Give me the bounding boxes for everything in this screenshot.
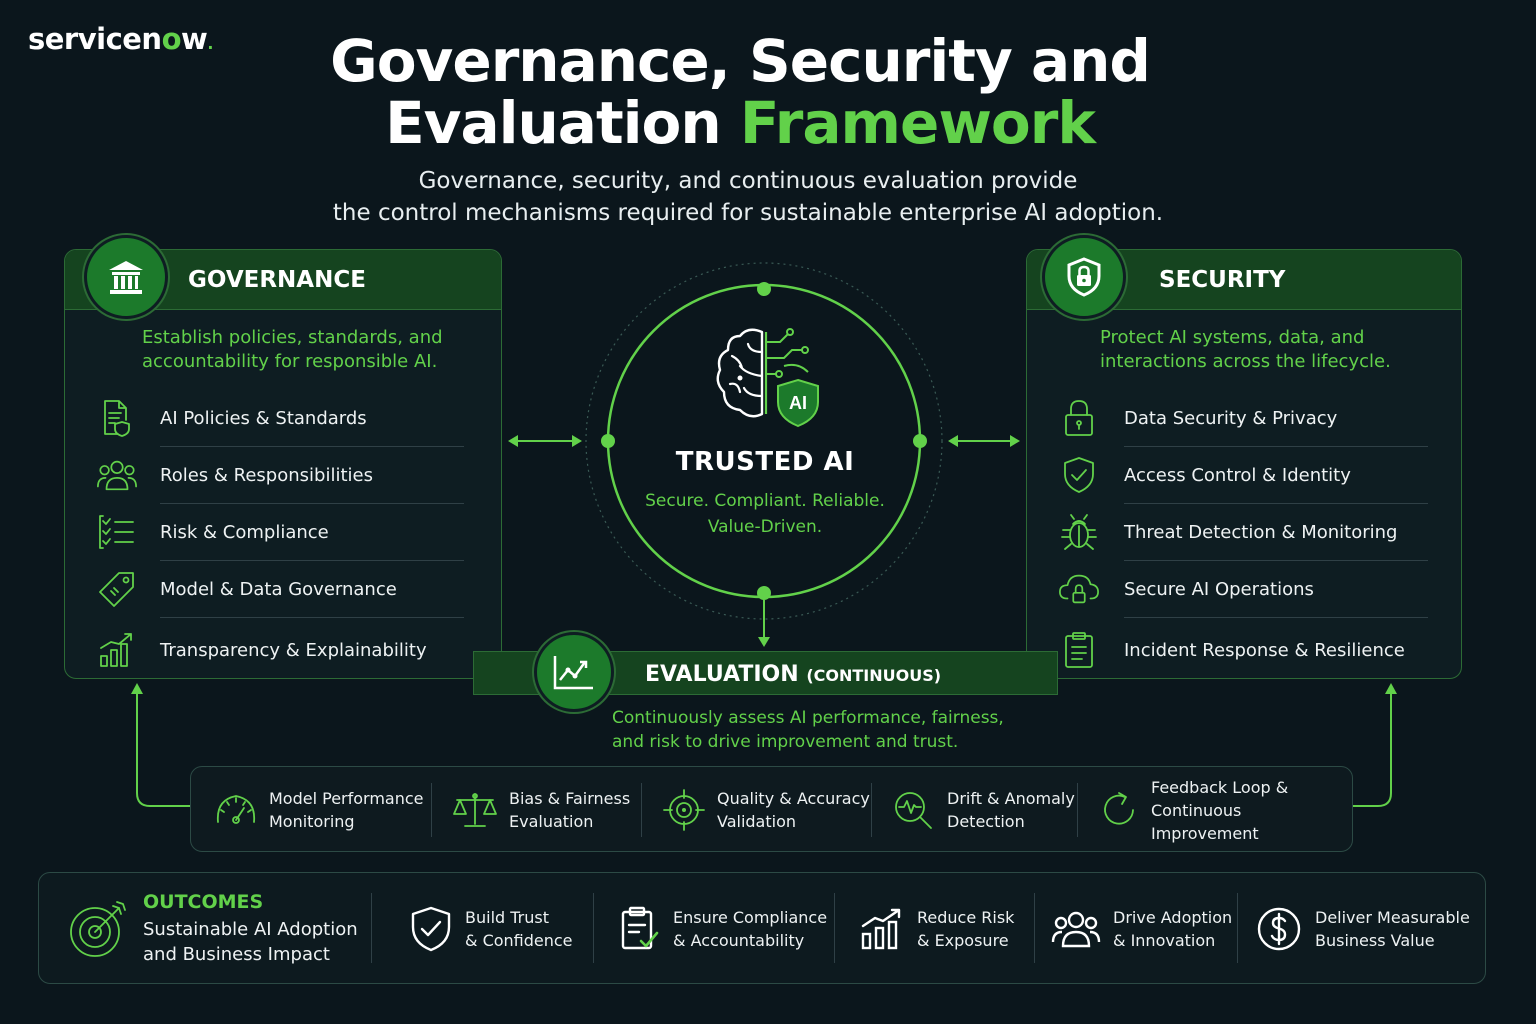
- list-item: Secure AI Operations: [1058, 561, 1428, 617]
- tag-icon: [96, 568, 138, 610]
- evaluation-description: Continuously assess AI performance, fair…: [612, 708, 1004, 752]
- people-group-icon: [1051, 908, 1101, 950]
- outcome-item: Build Trust& Confidence: [409, 873, 573, 985]
- padlock-icon: [1058, 397, 1100, 439]
- list-item: Model & Data Governance: [96, 561, 464, 617]
- list-item: AI Policies & Standards: [96, 390, 464, 446]
- policy-document-icon: [96, 397, 138, 439]
- list-item: Access Control & Identity: [1058, 447, 1428, 503]
- governance-title: GOVERNANCE: [188, 267, 366, 293]
- governance-description: Establish policies, standards, and accou…: [142, 327, 443, 372]
- line-chart-icon: [534, 632, 614, 712]
- outcome-item: Reduce Risk& Exposure: [859, 873, 1014, 985]
- target-arrow-icon: [67, 898, 129, 960]
- list-item: Transparency & Explainability: [96, 618, 464, 682]
- bug-icon: [1058, 511, 1100, 553]
- outcome-item: Drive Adoption& Innovation: [1051, 873, 1232, 985]
- list-item: Risk & Compliance: [96, 504, 464, 560]
- brain-circuit-icon: AI: [710, 322, 822, 430]
- security-title: SECURITY: [1159, 267, 1286, 293]
- outcomes-title: OUTCOMES: [143, 891, 264, 913]
- evaluation-item: Feedback Loop &Continuous Improvement: [1097, 767, 1352, 853]
- trusted-ai-title: TRUSTED AI: [675, 447, 855, 477]
- outcomes-summary: OUTCOMES Sustainable AI Adoption and Bus…: [67, 873, 358, 985]
- list-item: Roles & Responsibilities: [96, 447, 464, 503]
- people-group-icon: [96, 454, 138, 496]
- dollar-coin-icon: [1255, 905, 1303, 953]
- scales-icon: [451, 790, 499, 830]
- bar-chart-icon: [96, 629, 138, 671]
- trusted-ai-tagline: Secure. Compliant. Reliable. Value-Drive…: [645, 491, 885, 537]
- governance-panel: [64, 249, 502, 679]
- outcome-item: Ensure Compliance& Accountability: [617, 873, 827, 985]
- checklist-icon: [96, 511, 138, 553]
- security-description: Protect AI systems, data, and interactio…: [1100, 327, 1391, 372]
- page-subtitle: Governance, security, and continuous eva…: [332, 168, 1164, 226]
- trend-chart-icon: [859, 906, 905, 952]
- refresh-icon: [1097, 788, 1141, 832]
- bank-icon: [84, 235, 168, 319]
- clipboard-check-icon: [617, 905, 661, 953]
- target-crosshair-icon: [661, 788, 707, 832]
- list-item: Incident Response & Resilience: [1058, 618, 1428, 682]
- outcomes-bar: OUTCOMES Sustainable AI Adoption and Bus…: [38, 872, 1486, 984]
- shield-lock-icon: [1042, 235, 1126, 319]
- evaluation-title: EVALUATION (CONTINUOUS): [645, 662, 942, 687]
- shield-check-icon: [1058, 454, 1100, 496]
- shield-check-icon: [409, 905, 453, 953]
- magnifier-pulse-icon: [891, 788, 937, 832]
- list-item: Threat Detection & Monitoring: [1058, 504, 1428, 560]
- list-item: Data Security & Privacy: [1058, 390, 1428, 446]
- clipboard-icon: [1058, 629, 1100, 671]
- security-panel: [1026, 249, 1462, 679]
- page-title: Governance, Security and Evaluation Fram…: [330, 27, 1151, 157]
- cloud-lock-icon: [1058, 568, 1100, 610]
- servicenow-logo: servicenow.: [28, 22, 213, 56]
- security-list: Data Security & Privacy Access Control &…: [1058, 390, 1428, 682]
- ai-badge-text: AI: [789, 393, 807, 413]
- gauge-icon: [213, 790, 259, 830]
- governance-list: AI Policies & Standards Roles & Responsi…: [96, 390, 464, 682]
